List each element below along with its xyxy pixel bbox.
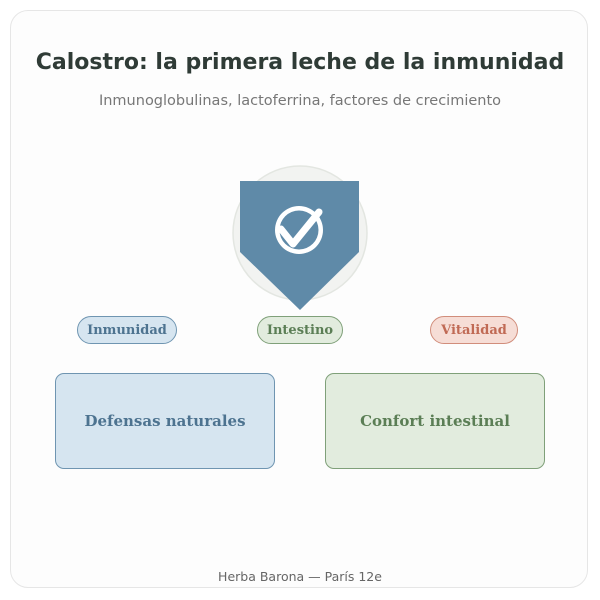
tag-intestino: Intestino [257,316,343,344]
benefit-card-confort: Confort intestinal [325,373,545,469]
page-title: Calostro: la primera leche de la inmunid… [35,50,565,75]
footer-text: Herba Barona — París 12e [218,569,382,584]
checkmark-icon [275,206,323,254]
benefit-card-defensas: Defensas naturales [55,373,275,469]
tag-vitalidad: Vitalidad [430,316,518,344]
page-subtitle: Inmunoglobulinas, lactoferrina, factores… [98,93,502,109]
tag-inmunidad: Inmunidad [77,316,177,344]
